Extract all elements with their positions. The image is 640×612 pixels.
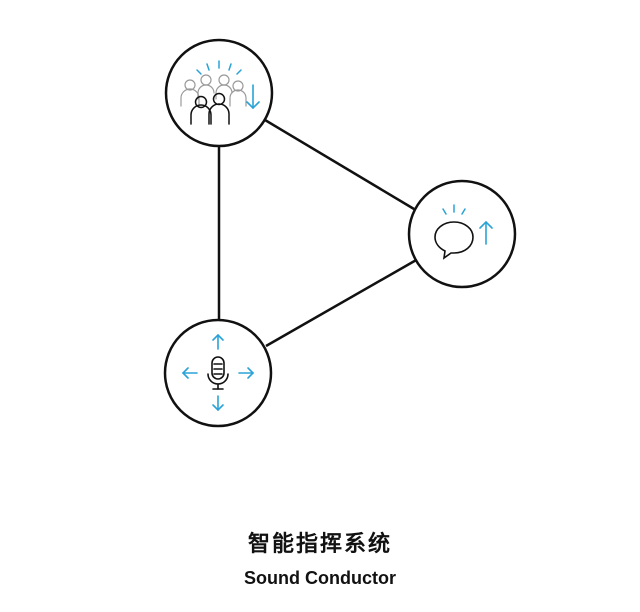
speech-bubble-icon [434,204,474,260]
edge-speech-microphone [265,257,419,348]
node-crowd [164,38,274,148]
arrow-down-icon [246,84,260,110]
node-microphone [163,318,273,428]
crowd-listening-icon [180,60,247,125]
arrow-up-icon [479,220,493,245]
node-speech [407,179,517,289]
caption-title-zh: 智能指挥系统 [247,532,392,557]
edge-crowd-speech [264,118,415,211]
microphone-icon [207,356,229,390]
four-way-arrows-icon [181,333,255,412]
caption-title-en: Sound Conductor [244,568,396,588]
